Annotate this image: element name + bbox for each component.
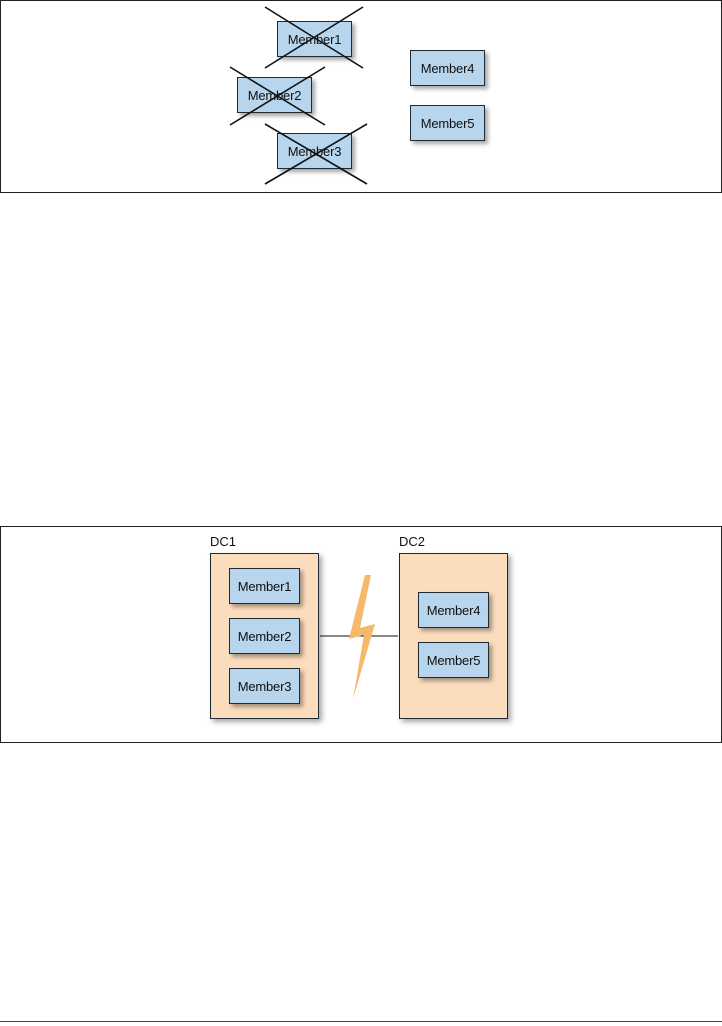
member-box: Member4 [410, 50, 485, 86]
member-box: Member1 [229, 568, 300, 604]
member-label: Member3 [287, 143, 342, 159]
member-label: Member2 [237, 628, 292, 644]
member-box: Member5 [418, 642, 489, 678]
member-box: Member3 [277, 133, 352, 169]
member-box: Member1 [277, 21, 352, 57]
member-box: Member2 [237, 77, 312, 113]
member-label: Member4 [426, 602, 481, 618]
datacenter-label: DC1 [210, 534, 237, 549]
link-overlay [320, 575, 398, 699]
member-label: Member1 [237, 578, 292, 594]
member-label: Member5 [420, 115, 475, 131]
member-box: Member5 [410, 105, 485, 141]
member-box: Member3 [229, 668, 300, 704]
member-label: Member3 [237, 678, 292, 694]
failed-members-figure: Member1 Member2 Member3 Member4 Member5 [0, 0, 722, 193]
datacenter-label: DC2 [399, 534, 426, 549]
member-label: Member4 [420, 60, 475, 76]
member-label: Member1 [287, 31, 342, 47]
datacenter-box: Member1 Member2 Member3 [210, 553, 319, 719]
member-label: Member5 [426, 652, 481, 668]
member-box: Member2 [229, 618, 300, 654]
page-rule [0, 1021, 722, 1022]
datacenter-partition-figure: DC1 DC2 Member1 Member2 Member3 Member4 … [0, 526, 722, 743]
member-box: Member4 [418, 592, 489, 628]
lightning-bolt-icon [349, 575, 375, 699]
member-label: Member2 [247, 87, 302, 103]
datacenter-box: Member4 Member5 [399, 553, 508, 719]
failure-crosses [229, 6, 368, 185]
